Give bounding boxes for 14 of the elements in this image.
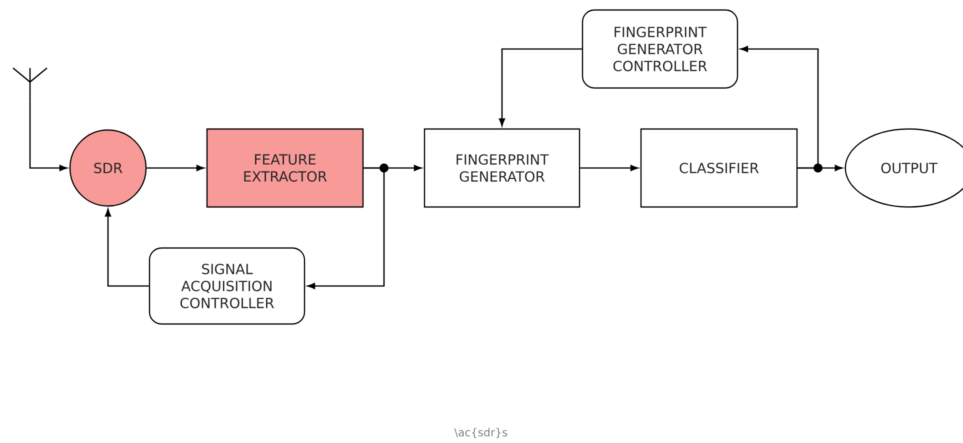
arrow	[498, 48, 582, 126]
process-box: FEATURE EXTRACTOR	[206, 128, 364, 208]
controller-box: FINGERPRINT GENERATOR CONTROLLER	[582, 9, 738, 89]
arrow	[29, 101, 68, 172]
arrow	[104, 208, 149, 287]
process-box: FINGERPRINT GENERATOR	[424, 128, 580, 208]
arrow	[580, 164, 638, 172]
caption-text: \ac{sdr}s	[454, 428, 508, 438]
process-box: CLASSIFIER	[640, 128, 798, 208]
arrow	[307, 167, 385, 290]
arrow	[146, 164, 204, 172]
controller-box: SIGNAL ACQUISITION CONTROLLER	[148, 247, 306, 325]
arrow	[740, 46, 819, 169]
antenna-symbol	[12, 67, 48, 102]
